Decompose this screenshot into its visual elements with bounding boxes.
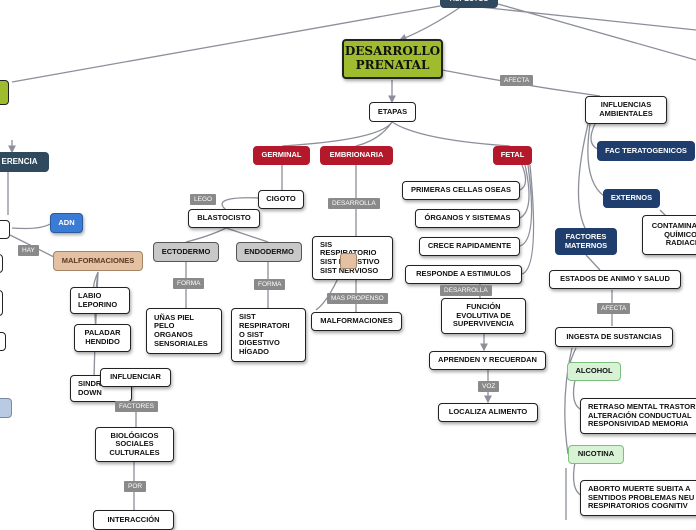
left-box-4[interactable] bbox=[0, 332, 6, 351]
externos-node[interactable]: EXTERNOS bbox=[603, 189, 660, 208]
interaccion-node[interactable]: INTERACCIÓN bbox=[93, 510, 174, 530]
organos-sistemas-node[interactable]: ÓRGANOS Y SISTEMAS bbox=[415, 209, 520, 228]
left-box-5[interactable] bbox=[0, 398, 12, 418]
ectodermo-node[interactable]: ECTODERMO bbox=[153, 242, 219, 262]
fac-teratogenicos-node[interactable]: FAC TERATOGENICOS bbox=[597, 141, 695, 161]
crece-rapidamente-node[interactable]: CRECE RAPIDAMENTE bbox=[419, 237, 520, 256]
primeras-celulas-node[interactable]: PRIMERAS CELLAS OSEAS bbox=[402, 181, 520, 200]
por-label: POR bbox=[124, 481, 147, 492]
factores-maternos-node[interactable]: FACTORES MATERNOS bbox=[555, 228, 617, 255]
adn-node[interactable]: ADN bbox=[50, 213, 83, 233]
influencias-ambientales-node[interactable]: INFLUENCIAS AMBIENTALES bbox=[585, 96, 667, 124]
herencia-node[interactable]: ERENCIA bbox=[0, 152, 49, 172]
afecta-label-1: AFECTA bbox=[500, 75, 534, 86]
blastocisto-node[interactable]: BLASTOCISTO bbox=[188, 209, 260, 228]
paladar-hendido-node[interactable]: PALADAR HENDIDO bbox=[74, 324, 131, 352]
left-box-3[interactable] bbox=[0, 290, 3, 316]
estados-animo-node[interactable]: ESTADOS DE ANIMO Y SALUD bbox=[549, 270, 681, 289]
localiza-alimento-node[interactable]: LOCALIZA ALIMENTO bbox=[438, 403, 538, 422]
funcion-evolutiva-node[interactable]: FUNCIÓN EVOLUTIVA DE SUPERVIVENCIA bbox=[441, 298, 526, 334]
endodermo-node[interactable]: ENDODERMO bbox=[236, 242, 302, 262]
aprenden-recuerdan-node[interactable]: APRENDEN Y RECUERDAN bbox=[429, 351, 546, 370]
factores-label: FACTORES bbox=[115, 401, 158, 412]
responde-estimulos-node[interactable]: RESPONDE A ESTIMULOS bbox=[405, 265, 522, 284]
influenciar-node[interactable]: INFLUENCIAR bbox=[100, 368, 171, 387]
malformaciones-tan-node[interactable]: MALFORMACIONES bbox=[53, 251, 143, 271]
desarrolla-label-1: DESARROLLA bbox=[328, 198, 380, 209]
forma-label-1: FORMA bbox=[173, 278, 205, 289]
forma-label-2: FORMA bbox=[254, 279, 286, 290]
germinal-node[interactable]: GERMINAL bbox=[253, 146, 310, 165]
alcohol-node[interactable]: ALCOHOL bbox=[567, 362, 621, 381]
malformaciones-node[interactable]: MALFORMACIONES bbox=[311, 312, 402, 331]
left-box-1[interactable] bbox=[0, 220, 10, 239]
cigoto-node[interactable]: CIGOTO bbox=[258, 190, 304, 209]
aborto-node[interactable]: ABORTO MUERTE SUBITA A SENTIDOS PROBLEMA… bbox=[580, 480, 696, 516]
afecta-label-2: AFECTA bbox=[597, 303, 631, 314]
unas-piel-node[interactable]: UÑAS PIEL PELO ORGANOS SENSORIALES bbox=[146, 308, 222, 354]
aspectos-node[interactable]: ASPECTOS bbox=[440, 0, 498, 8]
left-olive-node[interactable] bbox=[0, 80, 9, 105]
desarrolla-label-2: DESARROLLA bbox=[440, 285, 492, 296]
left-box-2[interactable] bbox=[0, 254, 3, 273]
etapas-node[interactable]: ETAPAS bbox=[369, 102, 416, 122]
biologicos-node[interactable]: BIOLÓGICOS SOCIALES CULTURALES bbox=[95, 427, 174, 462]
main-title-node[interactable]: DESARROLLO PRENATAL bbox=[342, 39, 443, 79]
ingesta-sustancias-node[interactable]: INGESTA DE SUSTANCIAS bbox=[555, 327, 673, 347]
lego-label: LEGO bbox=[190, 194, 217, 205]
contaminacion-node[interactable]: CONTAMINA QUÍMICO RADIACI bbox=[642, 215, 696, 255]
labio-leporino-node[interactable]: LABIO LEPORINO bbox=[70, 287, 130, 314]
embrionaria-node[interactable]: EMBRIONARIA bbox=[320, 146, 393, 165]
mas-propenso-label: MAS PROPENSO bbox=[327, 293, 388, 304]
retraso-mental-node[interactable]: RETRASO MENTAL TRASTOR ALTERACIÓN CONDUC… bbox=[580, 398, 696, 434]
sist-respiratorio-endo-node[interactable]: SIST RESPIRATORI O SIST DIGESTIVO HÍGADO bbox=[231, 308, 306, 362]
tan-marker-icon bbox=[340, 253, 357, 269]
voz-label: VOZ bbox=[478, 381, 500, 392]
hay-label: HAY bbox=[18, 245, 39, 256]
fetal-node[interactable]: FETAL bbox=[493, 146, 532, 165]
nicotina-node[interactable]: NICOTINA bbox=[568, 445, 624, 464]
